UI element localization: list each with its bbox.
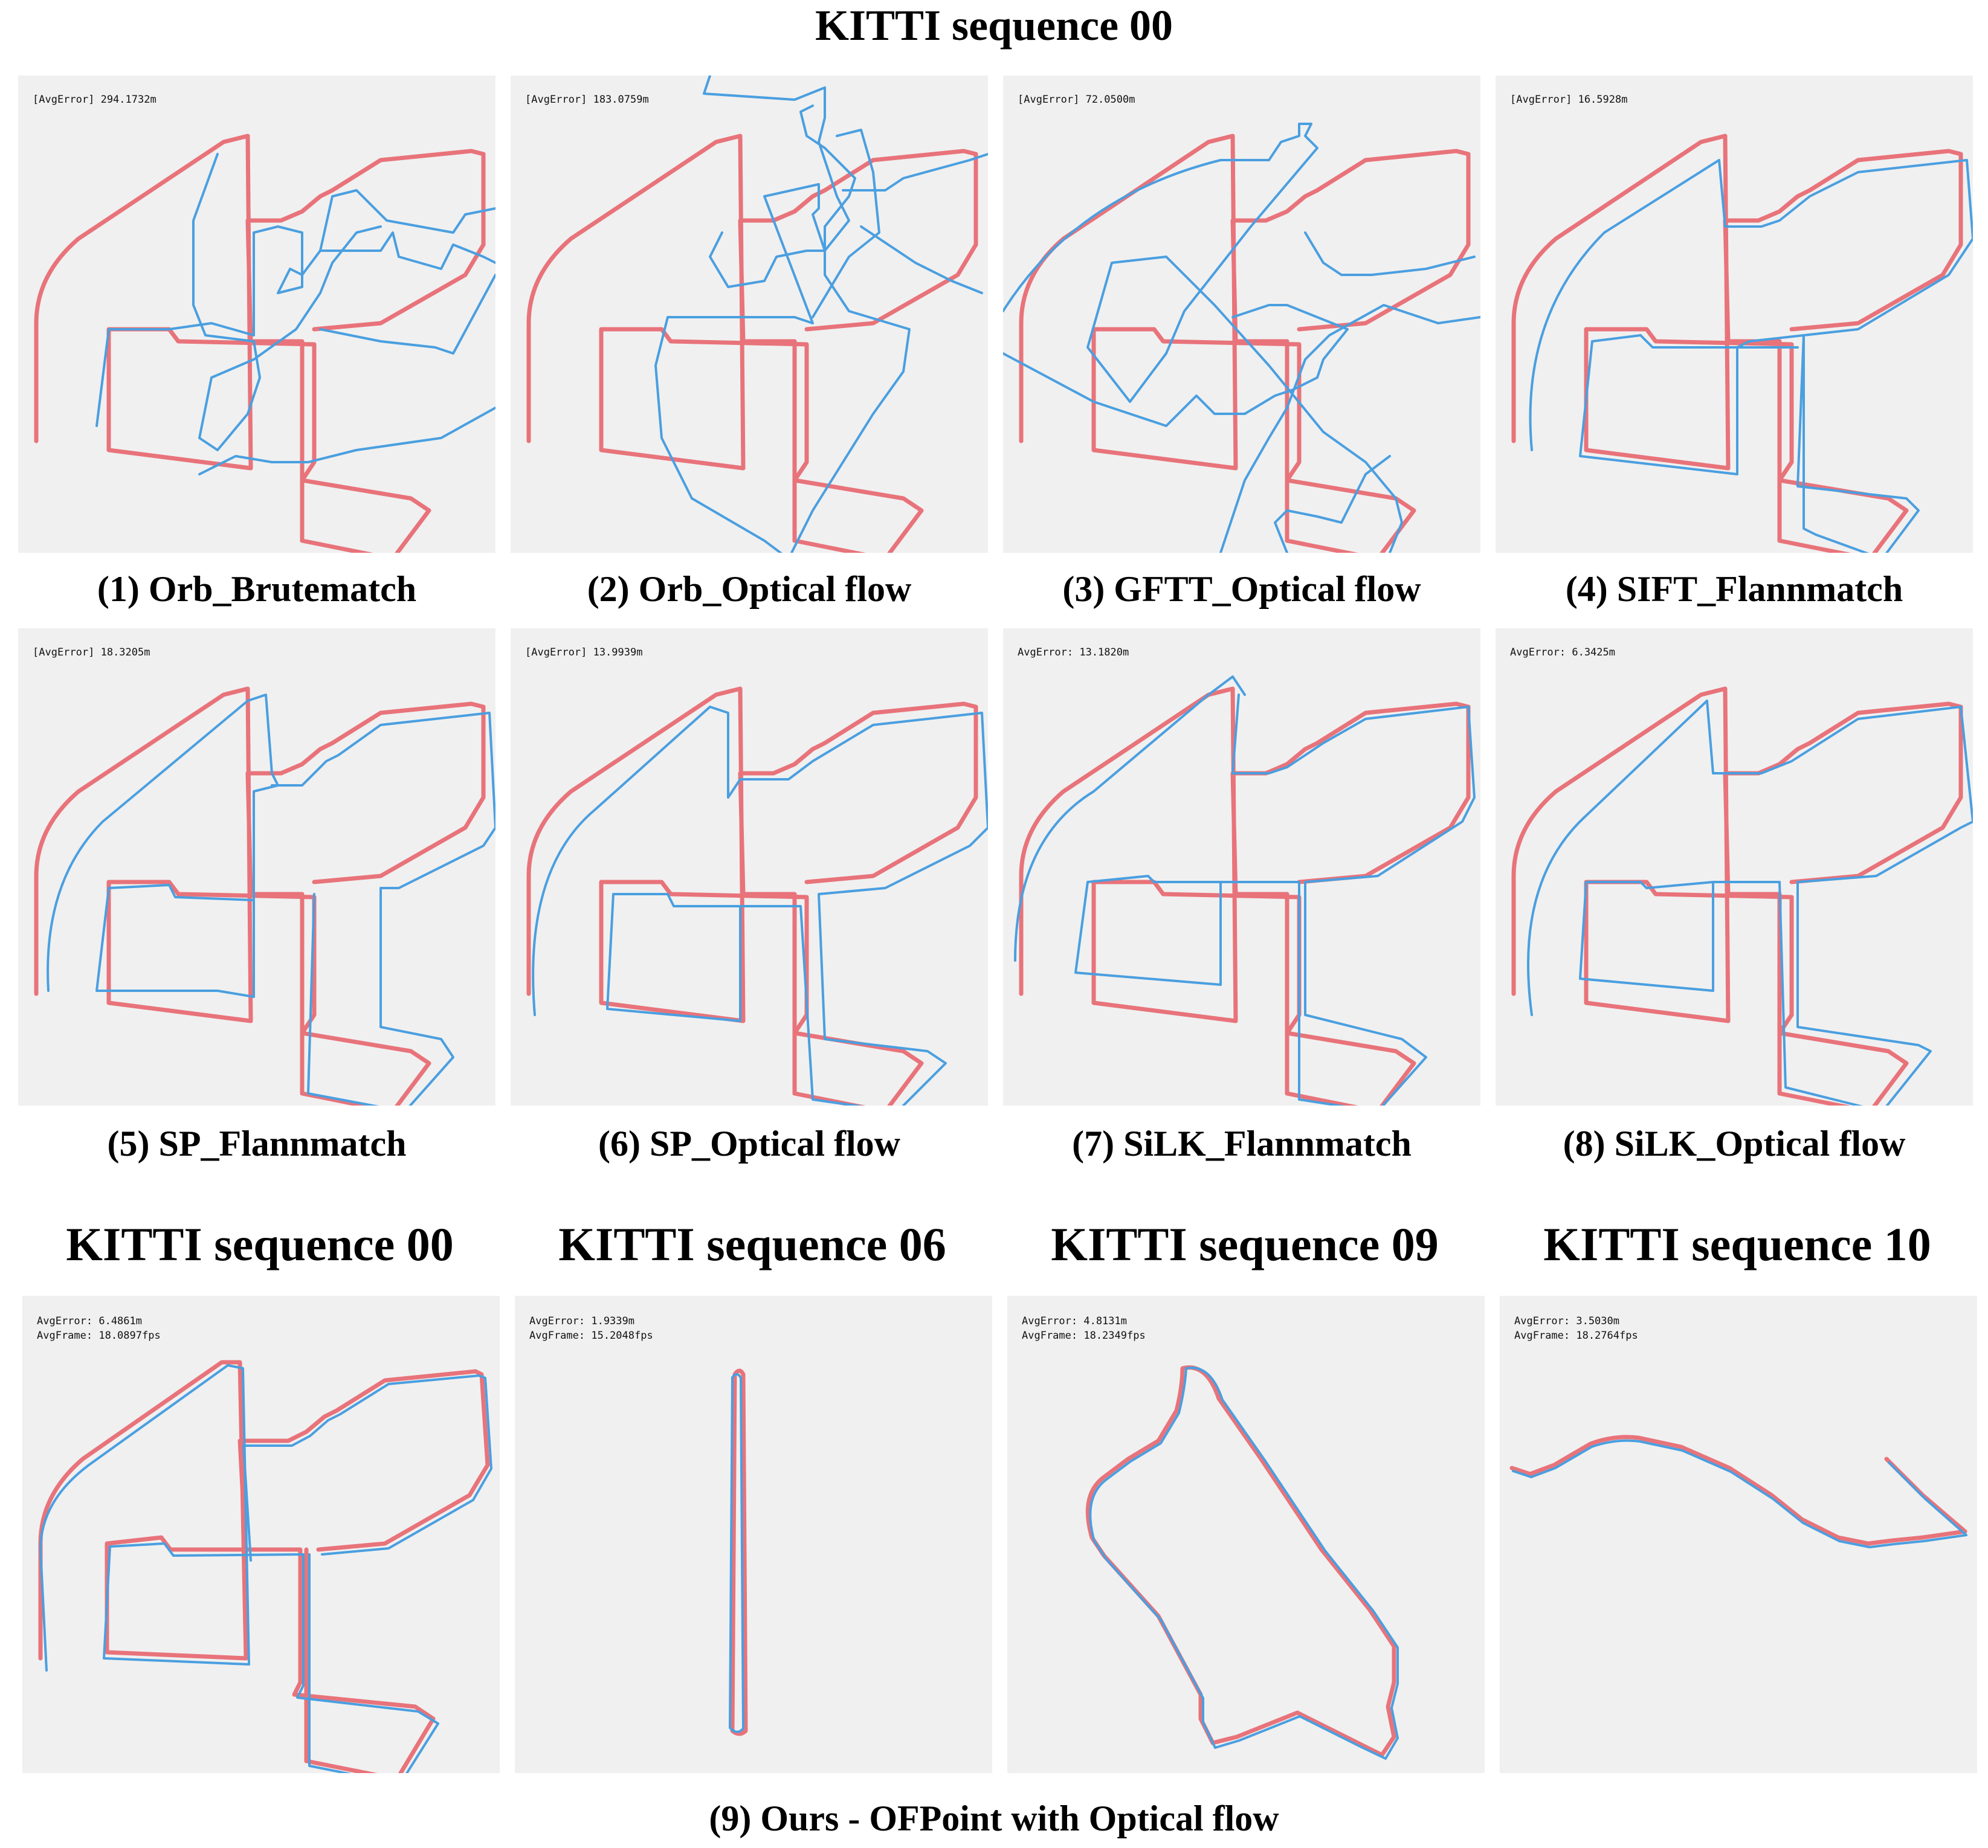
ours-panel-seq10: AvgError: 3.5030m AvgFrame: 18.2764fps — [1500, 1296, 1977, 1773]
estimated-path — [1089, 1367, 1399, 1760]
estimated-path — [1527, 700, 1973, 1106]
avg-error-label: [AvgError] 13.9939m — [525, 646, 643, 658]
estimated-path — [1003, 123, 1480, 553]
avg-frame-label: AvgFrame: 18.2349fps — [1022, 1330, 1146, 1342]
avg-error-label: [AvgError] 18.3205m — [33, 646, 150, 658]
ground-truth-path — [526, 686, 978, 1106]
avg-frame-label: AvgFrame: 18.0897fps — [37, 1330, 161, 1342]
avg-frame-label: AvgFrame: 15.2048fps — [529, 1330, 653, 1342]
ours-caption: (9) Ours - OFPoint with Optical flow — [709, 1798, 1279, 1838]
trajectory-panel-5: [AvgError] 18.3205m — [18, 628, 495, 1106]
trajectory-plot — [34, 134, 495, 553]
avg-error-label: AvgError: 3.5030m — [1514, 1315, 1619, 1327]
ground-truth-path — [1509, 1435, 1967, 1546]
ours-panel-seq00: AvgError: 6.4861m AvgFrame: 18.0897fps — [22, 1296, 500, 1773]
trajectory-plot — [1511, 686, 1973, 1106]
avg-frame-label: AvgFrame: 18.2764fps — [1514, 1330, 1638, 1342]
trajectory-panel-2: [AvgError] 183.0759m — [511, 76, 988, 553]
ground-truth-path — [38, 1360, 490, 1773]
ground-truth-path — [526, 134, 978, 553]
avg-error-label: [AvgError] 72.0500m — [1018, 94, 1135, 106]
trajectory-plot — [729, 1368, 748, 1736]
panel-caption: (6) SP_Optical flow — [598, 1124, 900, 1164]
trajectory-plot — [526, 686, 988, 1106]
ground-truth-path — [1511, 134, 1963, 553]
estimated-path — [654, 76, 988, 553]
trajectory-panel-6: [AvgError] 13.9939m — [511, 628, 988, 1106]
avg-error-label: AvgError: 6.3425m — [1510, 646, 1615, 658]
ours-panel-seq09: AvgError: 4.8131m AvgFrame: 18.2349fps — [1007, 1296, 1485, 1773]
ground-truth-path — [1511, 686, 1963, 1106]
ours-panel-seq06: AvgError: 1.9339m AvgFrame: 15.2048fps — [515, 1296, 992, 1773]
estimated-path — [1014, 675, 1476, 1106]
ground-truth-path — [34, 686, 486, 1106]
panel-caption: (5) SP_Flannmatch — [107, 1124, 407, 1164]
trajectory-plot — [1003, 123, 1480, 553]
estimated-path — [729, 1373, 744, 1733]
estimated-path — [39, 1364, 492, 1773]
estimated-path — [95, 153, 495, 475]
ground-truth-path — [1019, 686, 1471, 1106]
panel-caption: (1) Orb_Brutematch — [97, 569, 417, 609]
ground-truth-path — [730, 1368, 748, 1736]
trajectory-panel-4: [AvgError] 16.5928m — [1496, 76, 1973, 553]
avg-error-label: [AvgError] 294.1732m — [33, 94, 157, 106]
avg-error-label: AvgError: 4.8131m — [1022, 1315, 1127, 1327]
sequence-title: KITTI sequence 10 — [1543, 1218, 1931, 1270]
estimated-path — [47, 694, 495, 1106]
panel-caption: (3) GFTT_Optical flow — [1062, 569, 1421, 609]
trajectory-plot — [1085, 1365, 1399, 1760]
panel-caption: (4) SIFT_Flannmatch — [1565, 569, 1903, 609]
estimated-path — [1512, 1439, 1967, 1548]
avg-error-label: AvgError: 13.1820m — [1018, 646, 1129, 658]
trajectory-panel-1: [AvgError] 294.1732m — [18, 76, 495, 553]
trajectory-plot — [34, 686, 495, 1106]
sequence-title: KITTI sequence 00 — [66, 1218, 454, 1270]
estimated-path — [1529, 159, 1973, 553]
sequence-title: KITTI sequence 09 — [1051, 1218, 1439, 1270]
panel-caption: (8) SiLK_Optical flow — [1563, 1124, 1906, 1164]
trajectory-panel-3: [AvgError] 72.0500m — [1003, 76, 1480, 553]
trajectory-plot — [526, 76, 988, 553]
trajectory-panel-8: AvgError: 6.3425m — [1496, 628, 1973, 1106]
avg-error-label: AvgError: 1.9339m — [529, 1315, 634, 1327]
avg-error-label: AvgError: 6.4861m — [37, 1315, 142, 1327]
panel-caption: (7) SiLK_Flannmatch — [1072, 1124, 1412, 1164]
trajectory-plot — [1509, 1435, 1967, 1548]
avg-error-label: [AvgError] 183.0759m — [525, 94, 649, 106]
trajectory-plot — [38, 1360, 492, 1773]
trajectory-plot — [1511, 134, 1973, 553]
estimated-path — [532, 706, 988, 1106]
avg-error-label: [AvgError] 16.5928m — [1510, 94, 1628, 106]
panel-caption: (2) Orb_Optical flow — [587, 569, 912, 609]
trajectory-panel-7: AvgError: 13.1820m — [1003, 628, 1480, 1106]
sequence-title: KITTI sequence 06 — [558, 1218, 946, 1270]
figure-title: KITTI sequence 00 — [815, 1, 1173, 50]
trajectory-plot — [1014, 675, 1476, 1106]
